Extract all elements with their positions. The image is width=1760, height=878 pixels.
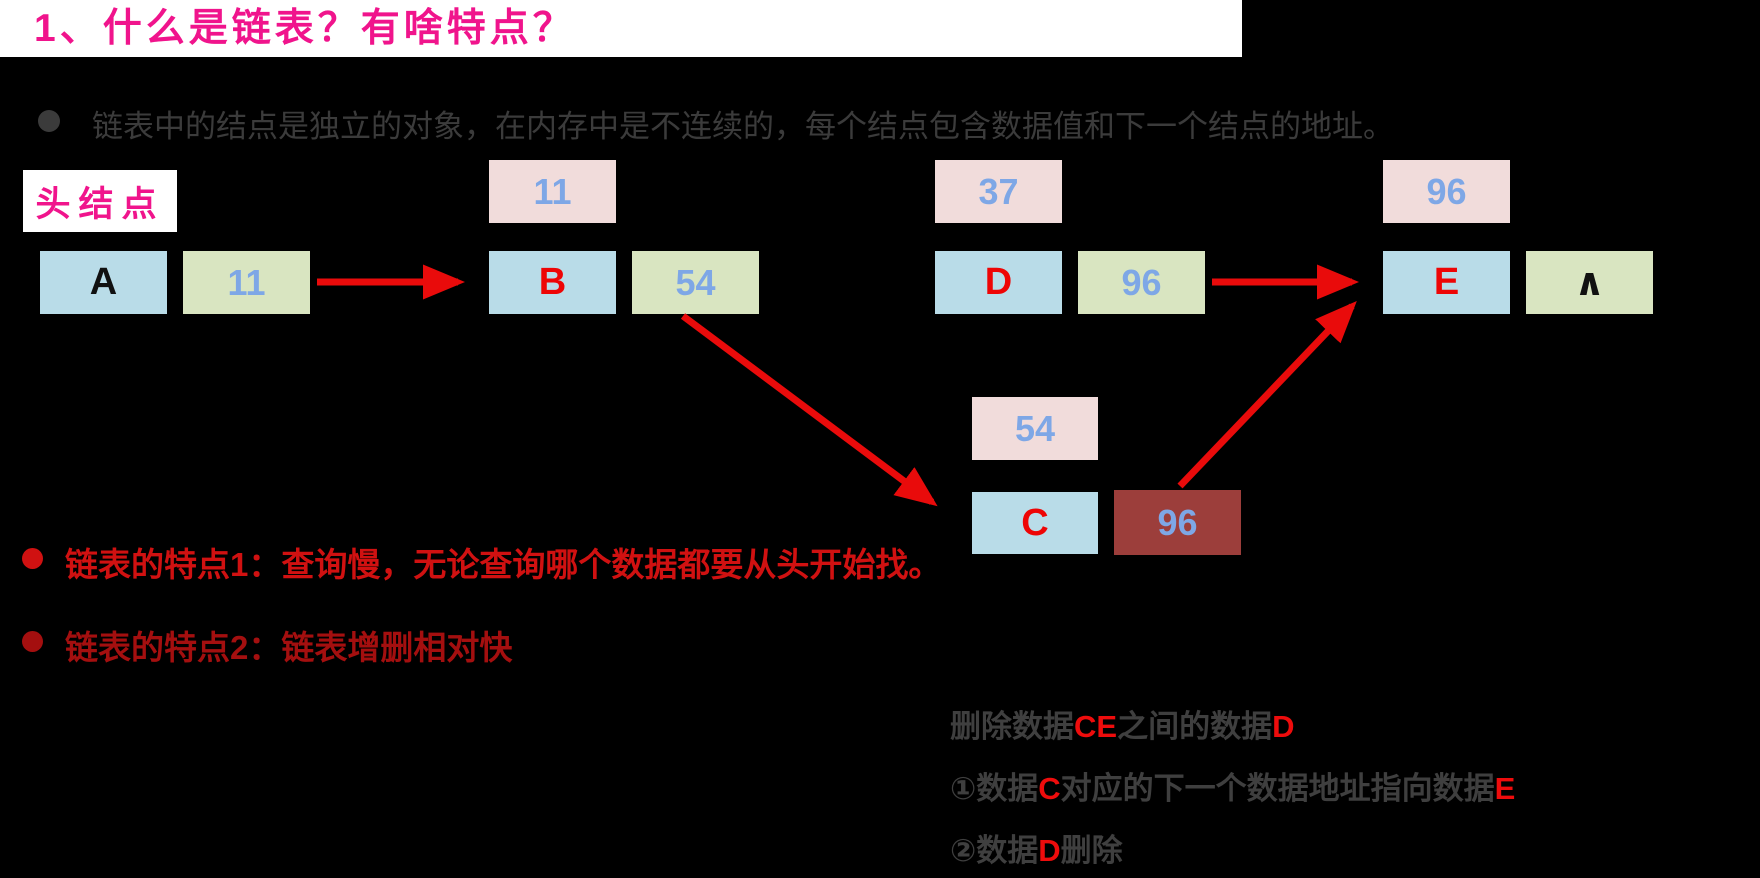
node-box-b: B [489,251,616,314]
intro-bullet-row: 链表中的结点是独立的对象，在内存中是不连续的，每个结点包含数据值和下一个结点的地… [38,101,1394,146]
note-segment-red: C [1038,771,1061,806]
note-segment: 删除 [1060,833,1123,868]
note-delete-title: 删除数据CE之间的数据D [950,701,1294,746]
note-segment: 删除数据 [950,709,1074,744]
note-segment: 对应的下一个数据地址指向数据 [1060,771,1495,806]
note-segment: ②数据 [950,833,1039,868]
address-box-b: 11 [489,160,616,223]
note-segment-red: D [1272,709,1295,744]
feature-2-row: 链表的特点2：链表增删相对快 [22,621,512,669]
address-box-d: 37 [935,160,1062,223]
pointer-box-c-highlighted: 96 [1114,490,1241,555]
pointer-box-e-null: ∧ [1526,251,1653,314]
note-step-1: ①数据C对应的下一个数据地址指向数据E [950,763,1515,808]
intro-text: 链表中的结点是独立的对象，在内存中是不连续的，每个结点包含数据值和下一个结点的地… [92,109,1394,144]
note-step-2: ②数据D删除 [950,825,1123,870]
pointer-box-a: 11 [183,251,310,314]
note-segment: 之间的数据 [1117,709,1273,744]
note-segment-red: E [1494,771,1516,806]
page-title: 1、什么是链表？有啥特点？ [34,7,576,50]
node-box-c: C [972,492,1098,554]
node-box-e: E [1383,251,1510,314]
bullet-dot-icon [38,110,60,132]
arrow-b-to-c [680,313,938,507]
arrow-c-to-e [1177,300,1357,489]
pointer-box-d: 96 [1078,251,1205,314]
node-box-a: A [40,251,167,314]
node-box-d: D [935,251,1062,314]
address-box-c: 54 [972,397,1098,460]
address-box-e: 96 [1383,160,1510,223]
head-node-label: 头结点 [23,170,177,232]
note-segment-red: CE [1074,709,1118,744]
feature-2-text: 链表的特点2：链表增删相对快 [65,629,513,666]
note-segment-red: D [1038,833,1061,868]
pointer-box-b: 54 [632,251,759,314]
feature-1-text: 链表的特点1：查询慢，无论查询哪个数据都要从头开始找。 [65,546,942,583]
bullet-dot-icon [22,548,43,569]
note-segment: ①数据 [950,771,1039,806]
bullet-dot-icon [22,631,43,652]
feature-1-row: 链表的特点1：查询慢，无论查询哪个数据都要从头开始找。 [22,538,941,586]
title-bar: 1、什么是链表？有啥特点？ [0,0,1242,57]
